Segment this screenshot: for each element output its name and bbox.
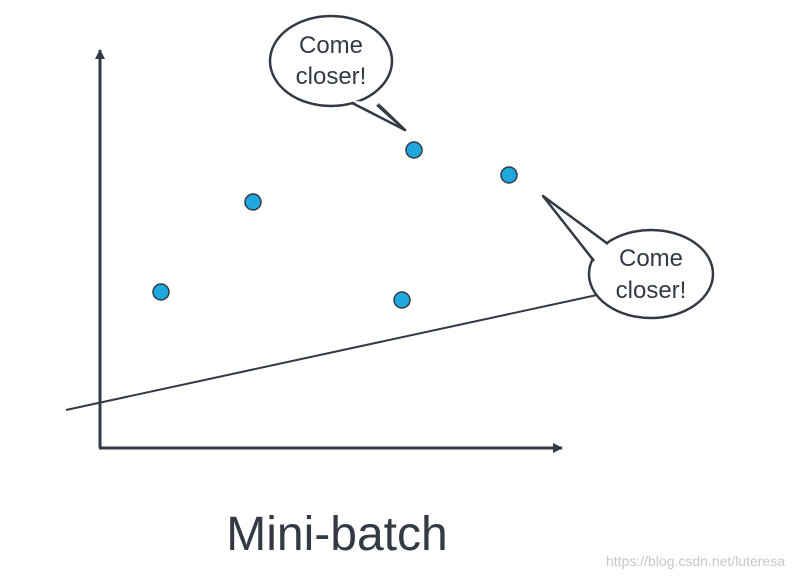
bubble-right-line2: closer! — [616, 277, 687, 304]
data-point — [500, 166, 518, 184]
bubble-top-line1: Come — [299, 32, 363, 59]
data-point — [244, 193, 262, 211]
fit-line — [65, 294, 598, 411]
bubble-top-line2: closer! — [296, 63, 367, 90]
watermark: https://blog.csdn.net/luteresa — [606, 553, 785, 569]
diagram-title: Mini-batch — [226, 508, 447, 561]
speech-bubble-right: Come closer! — [541, 194, 715, 320]
data-point — [152, 283, 170, 301]
bubble-right-line1: Come — [619, 245, 683, 272]
data-point — [405, 141, 423, 159]
data-point — [393, 291, 411, 309]
speech-bubble-top: Come closer! — [268, 14, 407, 132]
